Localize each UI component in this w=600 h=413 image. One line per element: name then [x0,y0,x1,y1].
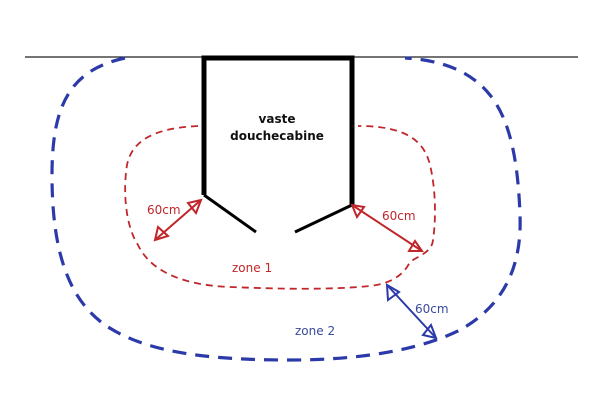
cabin-label-line2: douchecabine [230,129,324,143]
shower-cabin-outline [201,55,355,205]
zone-1-right-distance-label: 60cm [382,209,416,223]
zone-2-outline [50,56,522,362]
zone-2-distance-label: 60cm [415,302,449,316]
zone-1-label: zone 1 [232,261,272,275]
zone-1-left-distance-label: 60cm [147,203,181,217]
cabin-door-right [294,203,353,234]
zone-2-distance-arrow [385,283,438,340]
cabin-door-left [203,193,257,234]
zone-1-left-distance-arrow [153,198,203,242]
zone-2-label: zone 2 [295,324,335,338]
zone-1-outline [124,125,436,290]
cabin-label-line1: vaste [259,112,296,126]
zone-1-right-distance-arrow [350,203,424,252]
